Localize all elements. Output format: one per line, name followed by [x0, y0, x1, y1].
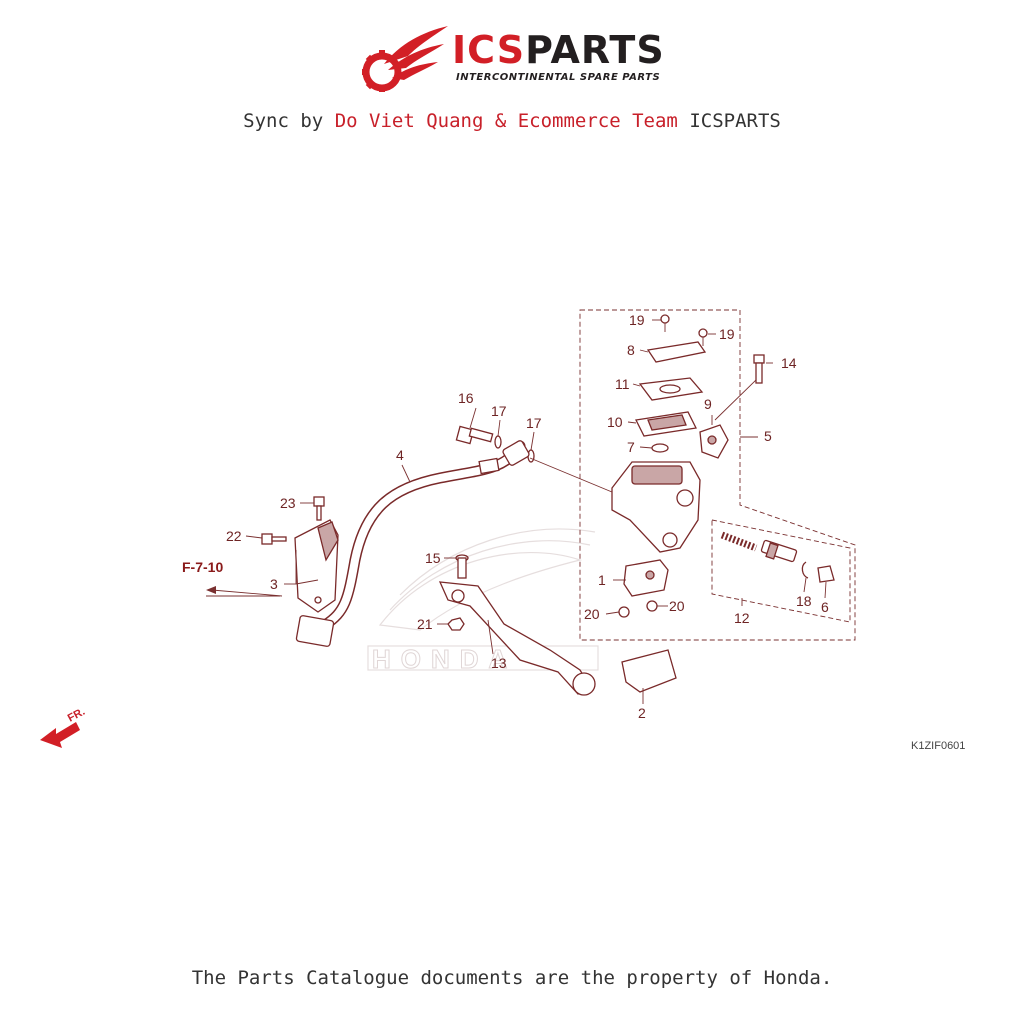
assembly-boundary-12 — [711, 519, 851, 623]
part-7-float — [651, 443, 669, 453]
brand-tagline: INTERCONTINENTAL SPARE PARTS — [456, 72, 661, 83]
part-9-lever-holder — [699, 424, 729, 459]
callout-3: 3 — [270, 576, 278, 592]
callout-19-top-right: 19 — [719, 326, 735, 342]
part-21-nut — [447, 617, 465, 631]
callout-4: 4 — [396, 447, 404, 463]
part-10-diaphragm — [635, 411, 697, 437]
callout-2: 2 — [638, 705, 646, 721]
part-3-hose-clamp — [294, 519, 339, 613]
leader-lines — [206, 319, 827, 704]
callout-21: 21 — [417, 616, 433, 632]
callout-8: 8 — [627, 342, 635, 358]
brand-name-first: ICS — [452, 28, 526, 72]
master-cylinder-body — [611, 461, 701, 553]
sync-credit: Sync by Do Viet Quang & Ecommerce Team I… — [0, 110, 1024, 132]
callout-18: 18 — [796, 593, 812, 609]
sync-authors: Do Viet Quang & Ecommerce Team — [334, 110, 678, 132]
part-4-brake-hose — [295, 440, 530, 647]
callout-19-top-left: 19 — [629, 312, 645, 328]
callout-20-left: 20 — [584, 606, 600, 622]
part-8-reservoir-cap — [646, 341, 707, 363]
callout-23: 23 — [280, 495, 296, 511]
honda-watermark-text: HONDA — [372, 644, 517, 674]
brand-name: ICSPARTS — [452, 30, 665, 70]
callout-11: 11 — [615, 376, 630, 392]
sync-suffix: ICSPARTS — [689, 110, 781, 132]
part-14-bolt — [753, 354, 765, 384]
callout-6: 6 — [821, 599, 829, 615]
part-20-screw-right — [646, 600, 658, 612]
part-22-bolt — [261, 533, 287, 545]
part-19-screw-right — [698, 328, 708, 346]
callout-16: 16 — [458, 390, 474, 406]
part-13-brake-lever — [438, 581, 596, 696]
wing-gear-icon — [362, 26, 448, 92]
reference-label: F-7-10 — [182, 559, 223, 575]
front-direction-label: FR. — [66, 706, 87, 725]
callout-17-left: 17 — [491, 403, 507, 419]
part-1-brake-light-switch — [623, 559, 669, 597]
callout-17-right: 17 — [526, 415, 542, 431]
part-23-bolt — [313, 496, 325, 521]
part-2-cover — [621, 649, 677, 693]
callout-22: 22 — [226, 528, 242, 544]
part-17-washer-left — [494, 435, 502, 449]
header: ICSPARTS INTERCONTINENTAL SPARE PARTS Sy… — [0, 0, 1024, 140]
callout-9: 9 — [704, 396, 712, 412]
ownership-notice: The Parts Catalogue documents are the pr… — [191, 967, 833, 989]
front-direction-arrow-icon — [40, 722, 80, 748]
part-6-boot — [817, 565, 835, 583]
callout-20-right: 20 — [669, 598, 685, 614]
brand-logo: ICSPARTS INTERCONTINENTAL SPARE PARTS — [360, 24, 670, 94]
callout-1: 1 — [598, 572, 606, 588]
reference-arrow — [206, 586, 283, 597]
sync-prefix: Sync by — [243, 110, 324, 132]
callout-7: 7 — [627, 439, 635, 455]
callout-5: 5 — [764, 428, 772, 444]
callout-13: 13 — [491, 655, 507, 671]
brand-name-second: PARTS — [525, 28, 665, 72]
callout-numbers: 19 19 8 14 11 9 16 17 17 10 5 7 4 23 22 … — [226, 312, 829, 721]
drawing-code: K1ZIF0601 — [911, 740, 965, 752]
callout-10: 10 — [607, 414, 623, 430]
part-18-circlip — [801, 561, 809, 579]
part-16-banjo-bolt — [455, 425, 494, 445]
honda-watermark: HONDA — [367, 528, 599, 675]
callout-14: 14 — [781, 355, 797, 371]
callout-15: 15 — [425, 550, 441, 566]
part-15-pivot-bolt — [455, 554, 469, 579]
part-12-piston-set — [720, 531, 798, 563]
assembly-boundary-5 — [579, 309, 856, 641]
part-20-screw-left — [618, 606, 630, 618]
part-19-screw-left — [660, 314, 670, 332]
callout-12: 12 — [734, 610, 750, 626]
